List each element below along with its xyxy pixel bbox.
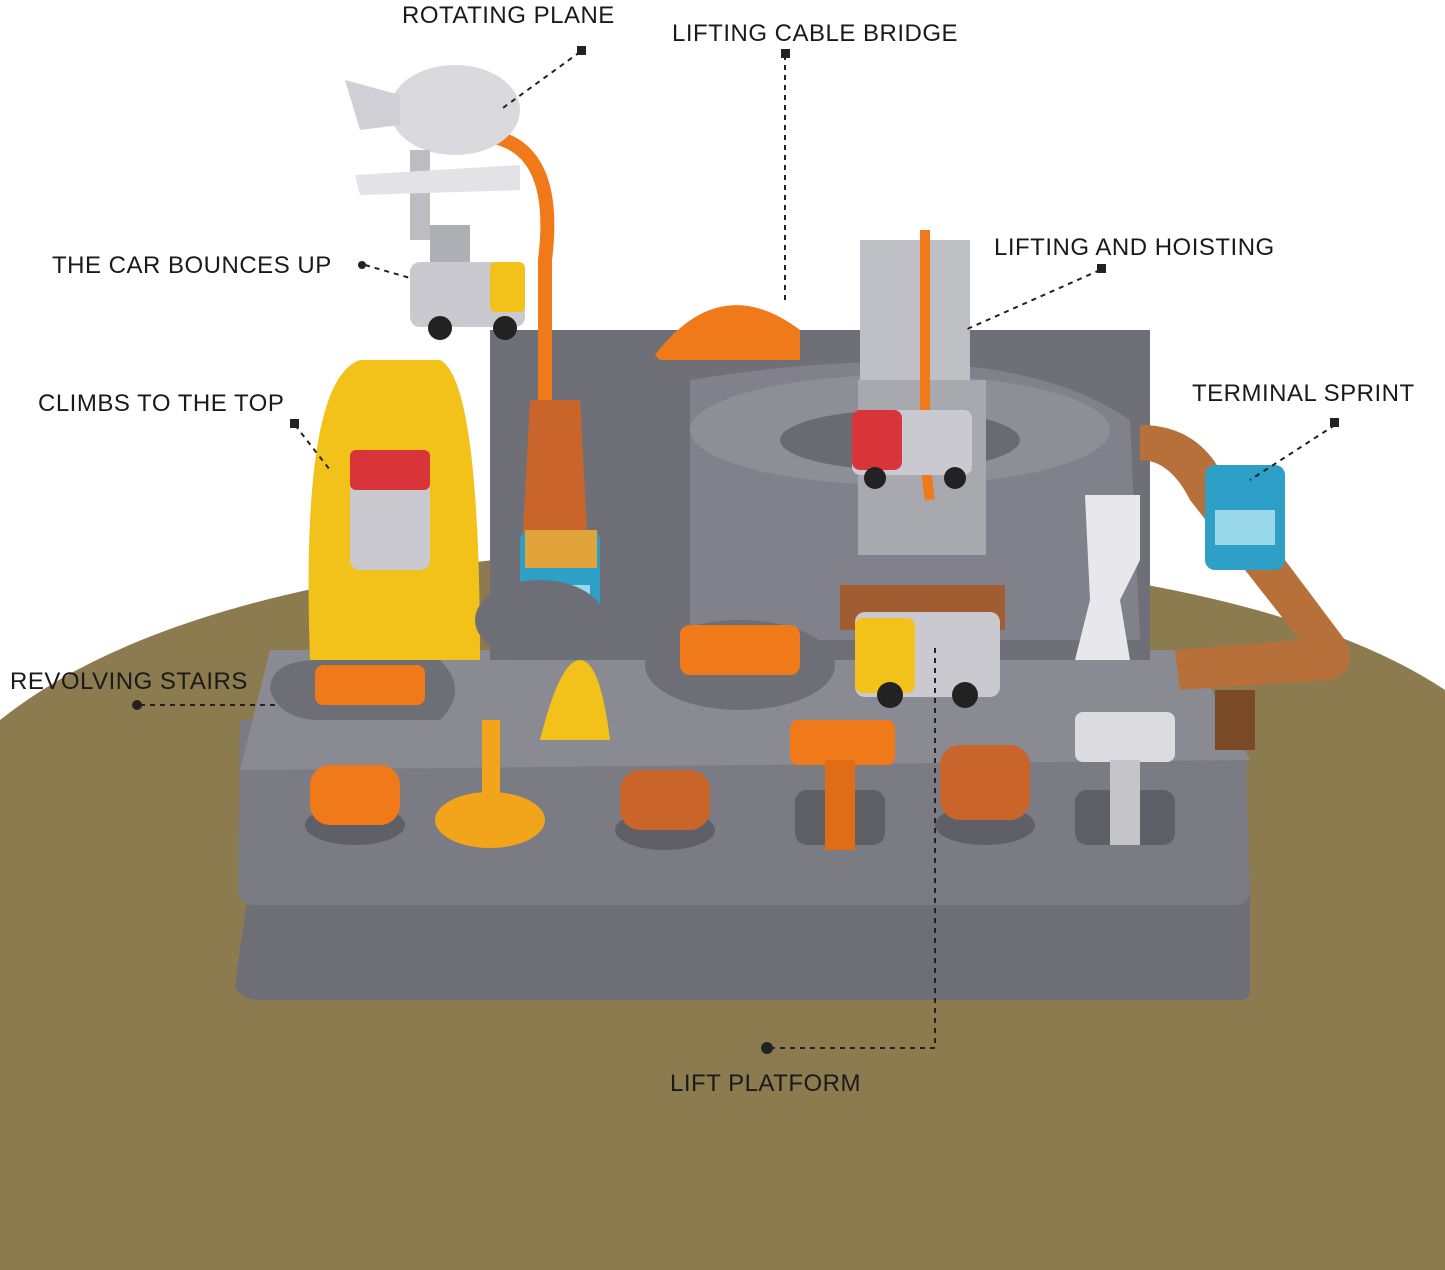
front-button-3 [615, 770, 715, 850]
label-rotating-plane: ROTATING PLANE [402, 2, 615, 29]
label-climbs-to-top: CLIMBS TO THE TOP [38, 390, 285, 417]
front-button-4 [935, 745, 1035, 845]
toy-base-bottom [235, 880, 1250, 1000]
leader-rotating-plane [499, 51, 581, 111]
front-button-1 [305, 765, 405, 845]
front-lever-1 [790, 720, 895, 850]
ramp-post [1215, 690, 1255, 750]
label-revolving-stairs: REVOLVING STAIRS [10, 668, 248, 695]
yellow-truck-lift [855, 612, 1000, 708]
rotating-plane-model [345, 65, 520, 265]
leader-lines [140, 51, 1336, 1049]
front-button-2 [435, 720, 545, 848]
label-terminal-sprint: TERMINAL SPRINT [1192, 380, 1415, 407]
leader-terminal [1249, 424, 1336, 481]
yellow-cone [540, 660, 610, 740]
white-post [1075, 495, 1140, 660]
hoist-tower [860, 240, 970, 380]
leader-bounces-up [364, 264, 411, 279]
front-lever-2 [1075, 712, 1175, 845]
climb-car-cab [350, 450, 430, 490]
leader-lift-platform [770, 645, 936, 1049]
label-car-bounces-up: THE CAR BOUNCES UP [52, 252, 332, 279]
stair-2 [680, 625, 800, 675]
upper-loop [475, 580, 605, 660]
label-lifting-and-hoisting: LIFTING AND HOISTING [994, 234, 1275, 261]
bounce-truck [410, 262, 525, 340]
leader-dots [132, 46, 1339, 1054]
blue-truck-terminal [1205, 465, 1285, 570]
label-lifting-cable-bridge: LIFTING CABLE BRIDGE [672, 20, 959, 47]
label-lift-platform: LIFT PLATFORM [670, 1070, 861, 1097]
leader-hoisting [964, 269, 1101, 331]
red-truck [852, 410, 972, 489]
cable-bridge [655, 305, 800, 360]
stair-1 [315, 665, 425, 705]
